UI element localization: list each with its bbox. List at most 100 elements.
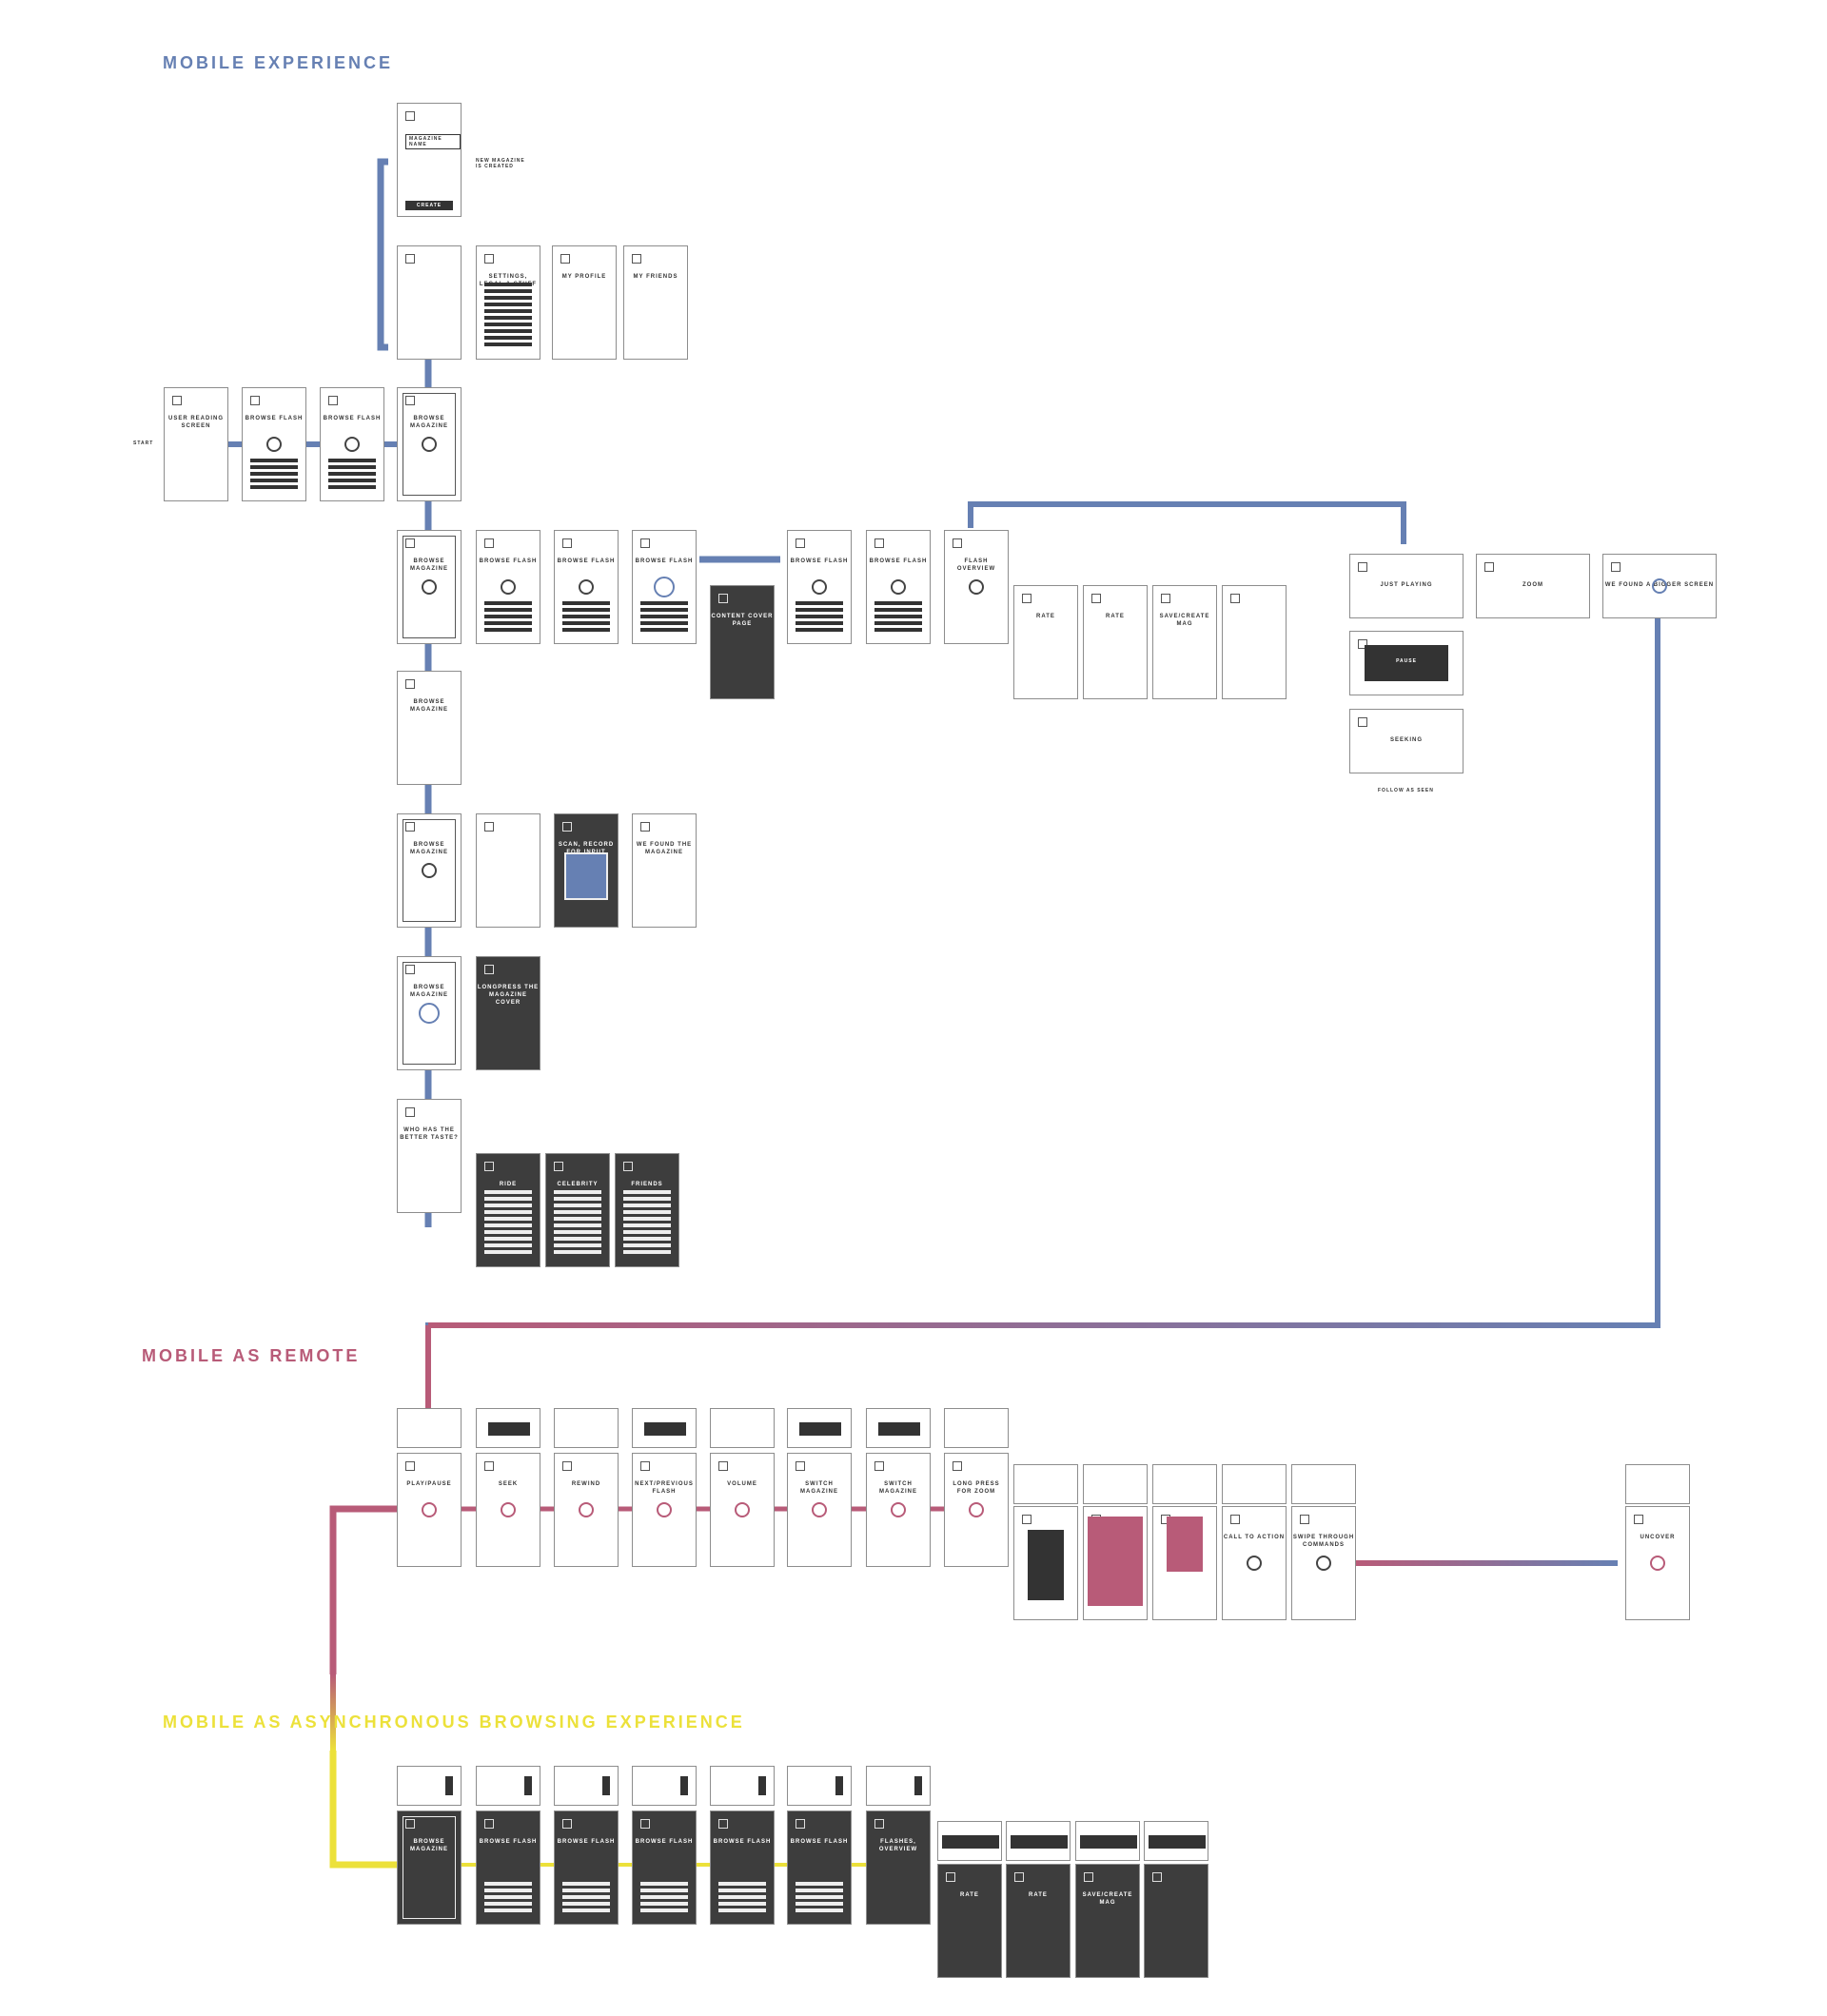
mini-block <box>644 1422 686 1436</box>
menu-icon <box>405 679 415 689</box>
search-row-screen: WE FOUND THE MAGAZINE <box>632 813 697 928</box>
screen-label: CELEBRITY <box>557 1182 599 1187</box>
menu-icon <box>484 538 494 548</box>
screen-label: SWIPE THROUGH COMMANDS <box>1292 1535 1355 1548</box>
screen-label: CALL TO ACTION <box>1223 1535 1286 1540</box>
pink-panel <box>1088 1517 1143 1606</box>
async-screen: BROWSE FLASH <box>787 1810 852 1925</box>
screen-label: PLAY/PAUSE <box>406 1481 452 1487</box>
menu-icon <box>1014 1872 1024 1882</box>
remote-screen: VOLUME <box>710 1453 775 1567</box>
target-circle-icon <box>422 579 437 595</box>
remote-extra-screen <box>1152 1506 1217 1620</box>
menu-icon <box>640 538 650 548</box>
screen-label: BROWSE FLASH <box>790 558 849 564</box>
mini-block <box>1011 1835 1068 1849</box>
async-child-screen: SAVE/CREATE MAG <box>1075 1864 1140 1978</box>
tv-return-line <box>425 616 1660 1401</box>
screen-label: SEEKING <box>1389 737 1423 743</box>
menu-icon <box>1022 1515 1031 1524</box>
menu-icon <box>484 254 494 264</box>
leaderboard-screen: CELEBRITY <box>545 1153 610 1267</box>
remote-top-mini <box>397 1408 462 1448</box>
remote-extra-top <box>1291 1464 1356 1504</box>
menu-bracket-line <box>377 158 388 351</box>
remote-extra-screen <box>1083 1506 1148 1620</box>
screen-label: BROWSE MAGAZINE <box>410 842 448 855</box>
scan-viewfinder[interactable] <box>564 852 608 900</box>
menu-icon <box>405 111 415 121</box>
screen-label: BROWSE MAGAZINE <box>410 985 448 998</box>
remote-top-mini <box>787 1408 852 1448</box>
menu-icon <box>953 1461 962 1471</box>
target-circle-icon <box>266 437 282 452</box>
target-circle-icon <box>501 1502 516 1517</box>
content-lines <box>874 601 922 634</box>
screen-label: SWITCH MAGAZINE <box>879 1481 917 1495</box>
screen-label: MY FRIENDS <box>633 274 678 280</box>
target-circle-icon <box>422 1502 437 1517</box>
magazine-name-field[interactable]: MAGAZINE NAME <box>405 134 461 149</box>
remote-extra-screen: CALL TO ACTION <box>1222 1506 1287 1620</box>
target-circle-icon <box>1650 1556 1665 1571</box>
magazine-frame <box>403 962 456 1065</box>
browse-row-screen: FLASH OVERVIEW <box>944 530 1009 644</box>
menu-icon <box>796 1819 805 1829</box>
menu-icon <box>1230 594 1240 603</box>
content-lines <box>484 1882 532 1914</box>
async-entry-line <box>329 1751 397 1869</box>
menu-icon <box>405 1107 415 1117</box>
menu-icon <box>718 1819 728 1829</box>
async-screen: BROWSE FLASH <box>554 1810 619 1925</box>
screen-label: BROWSE MAGAZINE <box>410 558 448 572</box>
screen-label: SAVE/CREATE MAG <box>1159 614 1210 627</box>
async-screen: BROWSE FLASH <box>476 1810 540 1925</box>
menu-icon <box>874 1819 884 1829</box>
remote-top-mini <box>710 1408 775 1448</box>
menu-icon <box>1084 1872 1093 1882</box>
overview-child-screen: RATE <box>1013 585 1078 699</box>
target-circle-icon <box>969 579 984 595</box>
mini-block <box>524 1776 532 1795</box>
screen-label: JUST PLAYING <box>1380 582 1433 588</box>
content-lines <box>796 601 843 634</box>
async-screen: BROWSE FLASH <box>710 1810 775 1925</box>
longpress-row-screen: LONGPRESS THE MAGAZINE COVER <box>476 956 540 1070</box>
async-child-screen: RATE <box>1006 1864 1071 1978</box>
remote-extra-top <box>1152 1464 1217 1504</box>
create-button[interactable]: CREATE <box>405 201 453 210</box>
target-circle-icon <box>657 1502 672 1517</box>
seeking-screen: SEEKING <box>1349 709 1464 773</box>
new-magazine-label: NEW MAGAZINE IS CREATED <box>476 158 525 169</box>
menu-icon <box>1634 1515 1643 1524</box>
screen-label: ZOOM <box>1522 582 1543 588</box>
screen-label: UNCOVER <box>1640 1535 1676 1540</box>
menu-icon <box>405 396 415 405</box>
mini-block <box>878 1422 920 1436</box>
follow-as-seen-label: FOLLOW AS SEEN <box>1378 788 1434 793</box>
menu-icon <box>484 1819 494 1829</box>
target-circle-icon <box>891 1502 906 1517</box>
menu-icon <box>1152 1872 1162 1882</box>
overview-child-screen: RATE <box>1083 585 1148 699</box>
async-top-mini <box>397 1766 462 1806</box>
overview-child-screen: SAVE/CREATE MAG <box>1152 585 1217 699</box>
menu-icon <box>405 254 415 264</box>
async-screen: BROWSE MAGAZINE <box>397 1810 462 1925</box>
menu-icon <box>1022 594 1031 603</box>
async-top-mini <box>554 1766 619 1806</box>
start-label: START <box>133 440 154 446</box>
pause-panel[interactable]: PAUSE <box>1365 645 1448 681</box>
remote-left-line <box>329 1505 397 1674</box>
screen-label: BROWSE FLASH <box>557 1839 616 1845</box>
browse-row-screen: BROWSE FLASH <box>476 530 540 644</box>
screen-label: RATE <box>1106 614 1125 619</box>
magazine-frame <box>403 536 456 638</box>
menu-icon <box>562 538 572 548</box>
menu-icon <box>796 1461 805 1471</box>
magazine-frame <box>403 1816 456 1919</box>
mini-block <box>445 1776 453 1795</box>
content-lines <box>562 601 610 634</box>
mini-block <box>914 1776 922 1795</box>
